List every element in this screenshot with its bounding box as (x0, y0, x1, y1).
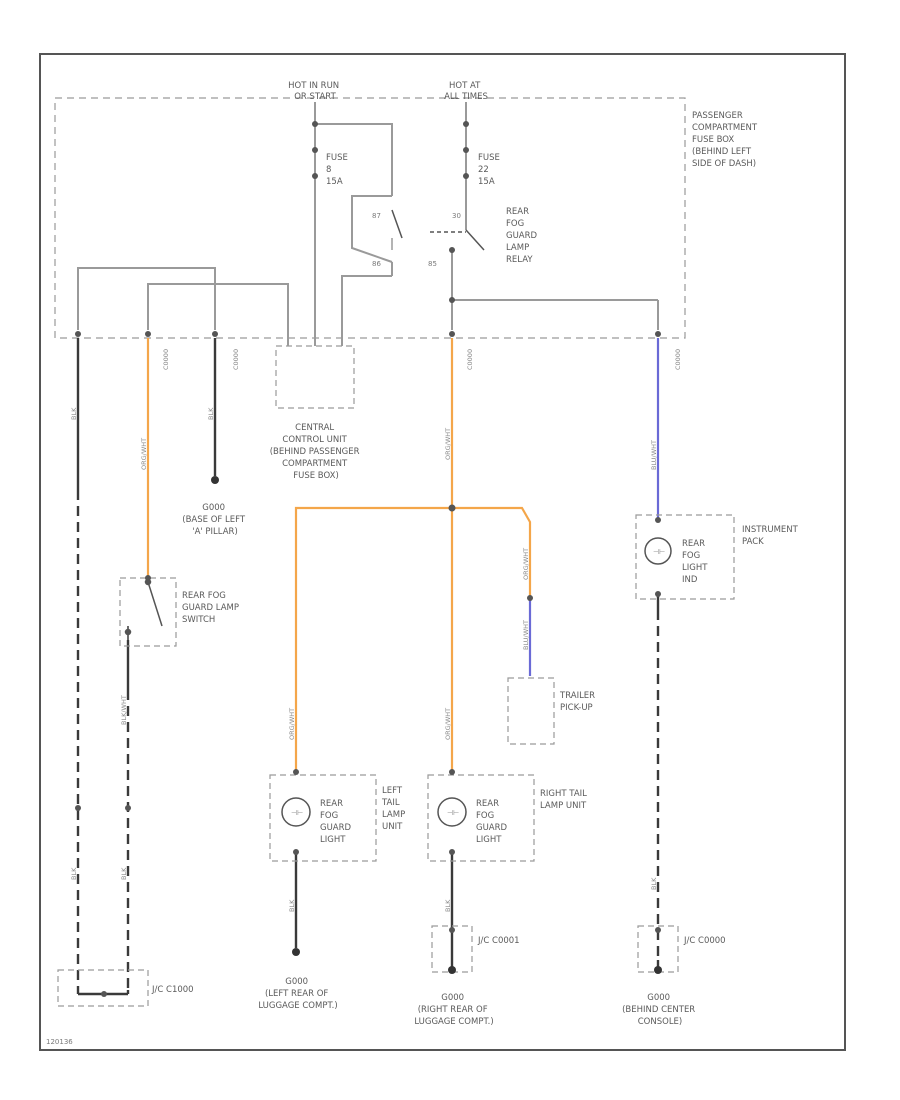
bulb-glyph-right: ⊣⊢ (447, 809, 459, 817)
diagram-frame (39, 53, 846, 1051)
connector-tag-blue: C0000 (674, 349, 682, 370)
connector-tag-mid: C0000 (466, 349, 474, 370)
wire-code-orange-3: ORG/WHT (288, 708, 296, 740)
instrument-bulb-label: REAR FOG LIGHT IND (682, 539, 710, 585)
wire-code-black-1: BLK (70, 407, 78, 420)
central-control-unit-label: CENTRAL CONTROL UNIT (BEHIND PASSENGER C… (270, 423, 363, 481)
jc-left-box (57, 969, 149, 1007)
jc-left-label: J/C C1000 (151, 985, 194, 995)
fuse-8-label: FUSE 8 15A (326, 153, 351, 187)
wire-code-black-2: BLK (207, 407, 215, 420)
wire-code-black-6: BLK (650, 877, 658, 890)
ground-a-pillar-icon (211, 476, 219, 484)
fuse-box-pins (75, 121, 661, 337)
relay-pin-30: 30 (452, 212, 461, 220)
wire-code-orange-1: ORG/WHT (140, 438, 148, 470)
central-control-unit-box (275, 345, 355, 409)
ground-right-rear-icon (448, 966, 456, 974)
relay-pin-85: 85 (428, 260, 437, 268)
rear-fog-switch-label: REAR FOG GUARD LAMP SWITCH (182, 591, 242, 625)
wire-code-blue-2: BLU/WHT (522, 620, 530, 650)
relay-label: REAR FOG GUARD LAMP RELAY (506, 207, 540, 265)
wire-code-orange-2: ORG/WHT (444, 428, 452, 460)
left-tail-lamp-box (269, 774, 377, 862)
relay-contacts (391, 209, 485, 251)
fuse-symbol-8 (312, 147, 318, 179)
fuse-box-outline (54, 97, 686, 339)
left-rear-fog-bulb-icon (281, 797, 311, 827)
jc-right-label: J/C C0000 (683, 936, 726, 946)
rear-fog-switch-icon (124, 578, 163, 640)
right-rear-fog-bulb-icon (437, 797, 467, 827)
right-tail-lamp-box (427, 774, 535, 862)
black-wire-breaks (76, 500, 660, 990)
wire-dots (75, 517, 661, 933)
left-tail-lamp-label: LEFT TAIL LAMP UNIT (381, 786, 408, 832)
ground-left-rear-icon (292, 948, 300, 956)
corner-code: 120136 (46, 1038, 73, 1046)
ground-left-rear-label: G000 (LEFT REAR OF LUGGAGE COMPT.) (258, 977, 337, 1011)
wire-code-blue-1: BLU/WHT (650, 440, 658, 470)
ground-center-icon (654, 966, 662, 974)
instrument-pack-box (635, 514, 735, 600)
wire-code-black-7: BLK (70, 867, 78, 880)
source-label-run: HOT IN RUN OR START (288, 81, 342, 102)
wire-code-black-8: BLK (120, 867, 128, 880)
ground-a-pillar-label: G000 (BASE OF LEFT 'A' PILLAR) (182, 503, 247, 537)
ground-right-rear-label: G000 (RIGHT REAR OF LUGGAGE COMPT.) (414, 993, 493, 1027)
fuse-symbol-22 (463, 147, 469, 179)
relay-pin-86: 86 (372, 260, 381, 268)
rear-fog-switch-box (119, 577, 177, 647)
fuse-box-label: PASSENGER COMPARTMENT FUSE BOX (BEHIND L… (692, 111, 760, 169)
wire-code-black-5: BLK (444, 899, 452, 912)
left-bulb-label: REAR FOG GUARD LIGHT (320, 799, 354, 845)
right-bulb-label: REAR FOG GUARD LIGHT (476, 799, 510, 845)
junction-dot-orange (448, 504, 456, 512)
trailer-pickup-box (507, 677, 555, 745)
blue-wires (528, 338, 660, 676)
bulb-glyph-indicator: ⊣⊢ (653, 548, 665, 556)
connector-tag-right: C0000 (232, 349, 240, 370)
source-label-hot: HOT AT ALL TIMES (444, 81, 488, 102)
central-unit-leads (287, 330, 343, 346)
jc-left-dot (101, 991, 107, 997)
instrument-pack-label: INSTRUMENT PACK (742, 525, 801, 547)
jc-mid-label: J/C C0001 (477, 936, 520, 946)
wire-code-orange-5: ORG/WHT (522, 548, 530, 580)
orange-wires (146, 338, 532, 772)
internal-wiring (77, 102, 659, 330)
fuse-22-label: FUSE 22 15A (478, 153, 503, 187)
black-wires (76, 338, 660, 996)
wire-code-orange-4: ORG/WHT (444, 708, 452, 740)
ground-center-label: G000 (BEHIND CENTER CONSOLE) (622, 993, 698, 1027)
connector-tag-left: C0000 (162, 349, 170, 370)
rear-fog-indicator-bulb-icon (644, 537, 672, 565)
trailer-pickup-label: TRAILER PICK-UP (559, 691, 598, 713)
right-tail-lamp-label: RIGHT TAIL LAMP UNIT (540, 789, 590, 811)
bulb-glyph-left: ⊣⊢ (291, 809, 303, 817)
relay-pin-87: 87 (372, 212, 381, 220)
wire-code-black-4: BLK (288, 899, 296, 912)
wire-code-black-3: BLK/WHT (120, 695, 128, 725)
